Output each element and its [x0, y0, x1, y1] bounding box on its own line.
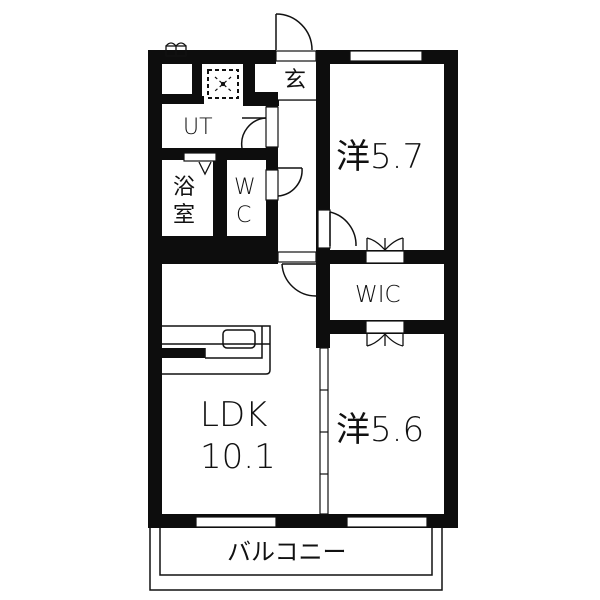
kitchen-counter	[162, 325, 271, 375]
room-label-ldk-1: LDK	[200, 395, 268, 435]
washer-drain-icon	[214, 76, 232, 92]
room-label-wic: WIC	[355, 282, 401, 308]
room-label-western1: 洋5.7	[336, 137, 425, 177]
room-label-toilet-2: C	[236, 203, 252, 228]
washer-pan-icon	[207, 69, 239, 99]
door-swings	[240, 13, 357, 297]
room-label-utility: UT	[183, 115, 213, 140]
ut-arrow-icon	[198, 161, 212, 176]
room-label-balcony: バルコニー	[227, 538, 347, 566]
room-label-bath-2: 室	[173, 203, 196, 228]
windows	[183, 50, 428, 528]
room-label-toilet-1: W	[234, 175, 256, 200]
room-label-bath-1: 浴	[173, 175, 196, 200]
room-label-western2: 洋5.6	[336, 410, 425, 450]
sink-icon	[222, 329, 256, 349]
room-label-ldk-2: 10.1	[200, 437, 276, 477]
closet-door-icon	[165, 42, 187, 57]
room-label-entrance: 玄	[284, 68, 307, 93]
closet-box	[162, 64, 192, 94]
wic-double-doors	[366, 237, 404, 347]
